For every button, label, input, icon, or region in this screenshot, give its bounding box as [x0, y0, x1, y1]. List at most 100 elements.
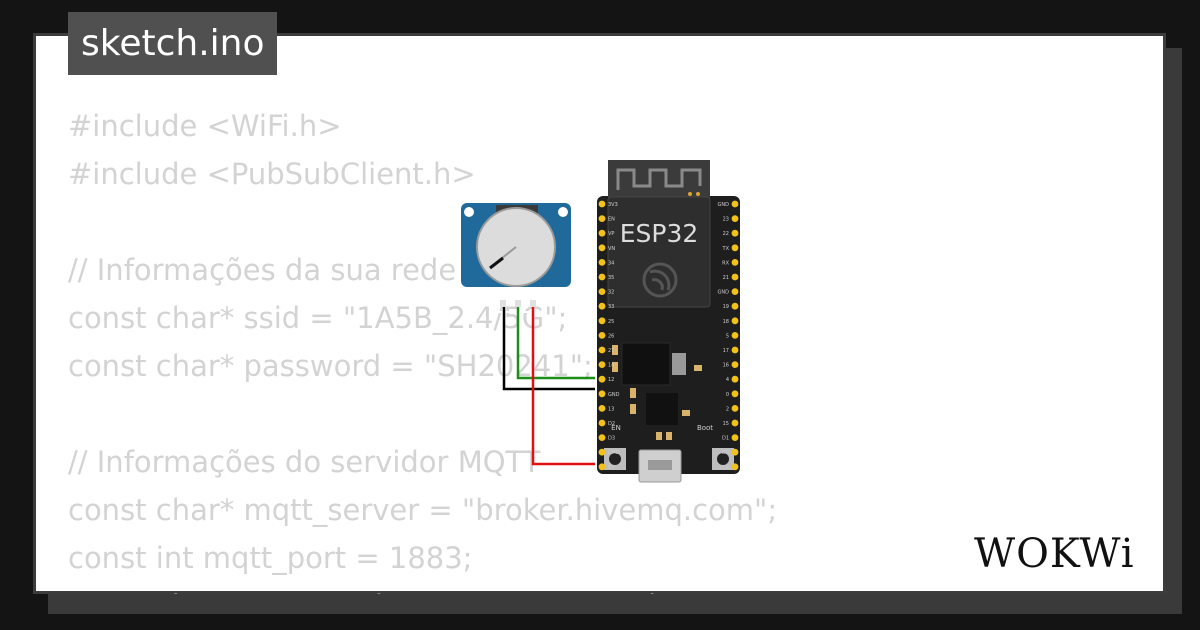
header-pin[interactable] [598, 448, 606, 456]
antenna-trace [616, 168, 702, 190]
code-line: const int mqtt_port = 1883; [68, 541, 473, 575]
pin-label: GND [718, 290, 730, 296]
pin-label: 22 [723, 231, 729, 237]
header-pin[interactable] [598, 244, 606, 252]
header-pin[interactable] [731, 332, 739, 339]
wires [502, 307, 595, 466]
header-pin[interactable] [731, 405, 739, 412]
code-line: #include <PubSubClient.h> [68, 157, 476, 191]
pin-label: VP [608, 231, 614, 237]
header-pin[interactable] [731, 463, 739, 471]
pot-pin[interactable] [500, 300, 506, 307]
header-pin[interactable] [598, 215, 606, 223]
potentiometer[interactable]: GND SIG VCC [461, 203, 571, 313]
header-pin[interactable] [731, 448, 739, 456]
board-label: ESP32 [620, 219, 699, 248]
esp32-board[interactable]: ESP32 EN Boot 3V3ENVPVN34353233252627141… [597, 160, 740, 483]
en-label: EN [611, 424, 621, 432]
pin-label: 12 [608, 377, 614, 383]
header-pin[interactable] [598, 375, 606, 383]
header-pin[interactable] [598, 229, 606, 237]
code-line: #include <WiFi.h> [68, 109, 342, 143]
header-pin[interactable] [731, 361, 739, 368]
header-pin[interactable] [598, 317, 606, 325]
header-pin[interactable] [731, 375, 739, 383]
header-pin[interactable] [598, 390, 606, 398]
header-pin[interactable] [598, 361, 606, 368]
pot-pin[interactable] [515, 300, 521, 307]
pin-label: 18 [723, 319, 729, 325]
pin-label: 26 [608, 333, 614, 339]
pin-label: 5V [608, 465, 615, 471]
header-pin[interactable] [598, 434, 606, 441]
header-pin[interactable] [598, 302, 606, 310]
pin-label: 5 [726, 333, 729, 339]
pin-label: 14 [608, 363, 614, 369]
code-line: const char* password = "SH20241"; [68, 349, 593, 383]
pin-label: 19 [723, 304, 729, 310]
header-pin[interactable] [598, 259, 606, 266]
header-pin[interactable] [731, 434, 739, 441]
regulator-chip [621, 342, 671, 386]
header-pin[interactable] [731, 288, 739, 295]
header-pin[interactable] [598, 346, 606, 354]
header-pin[interactable] [731, 244, 739, 252]
logo-text: WOKWi [974, 531, 1135, 577]
left-pin-header: 3V3ENVPVN343532332526271412GND13D2D3CMD5… [598, 200, 620, 471]
header-pin[interactable] [731, 346, 739, 354]
pin-label: 4 [726, 377, 729, 383]
header-pin[interactable] [731, 419, 739, 427]
header-pin[interactable] [598, 200, 606, 208]
code-line: // Informações do servidor MQTT [68, 445, 541, 479]
pot-pin-label: VCC [528, 292, 539, 298]
espressif-logo-icon [642, 262, 678, 298]
header-pin[interactable] [598, 463, 606, 471]
pin-label: EN [608, 217, 615, 223]
header-pin[interactable] [731, 390, 739, 398]
usb-uart-chip [646, 393, 678, 425]
pin-label: 0 [726, 392, 729, 398]
code-line: const char* mqtt_server = "broker.hivemq… [68, 493, 778, 527]
pin-label: 34 [608, 260, 614, 266]
pin-label: TX [722, 246, 730, 252]
pin-label: CMD [608, 450, 620, 456]
pot-pin[interactable] [530, 300, 536, 307]
header-pin[interactable] [598, 288, 606, 295]
wire-vcc[interactable] [531, 307, 595, 466]
header-pin[interactable] [731, 273, 739, 281]
pin-label: 16 [723, 363, 729, 369]
code-line: const char* mqtt_topic = "esp32/potentio… [68, 582, 1158, 594]
pin-label: D1 [722, 436, 729, 442]
header-pin[interactable] [598, 273, 606, 281]
wire-gnd[interactable] [502, 307, 595, 391]
rf-shield [607, 196, 711, 308]
header-pin[interactable] [731, 259, 739, 266]
potentiometer-pins: GND SIG VCC [497, 292, 539, 307]
code-line: // Informações da sua rede WiFi [68, 253, 525, 287]
header-pin[interactable] [598, 332, 606, 339]
pot-pin-label: SIG [514, 292, 523, 298]
wokwi-logo[interactable]: WOKWi [974, 527, 1150, 577]
code-preview: #include <WiFi.h> #include <PubSubClient.… [68, 102, 1158, 594]
header-pin[interactable] [731, 215, 739, 223]
pin-label: 27 [608, 348, 614, 354]
pot-pin-label: GND [497, 292, 509, 298]
header-pin[interactable] [731, 200, 739, 208]
pin-label: D0 [722, 450, 729, 456]
pin-label: D3 [608, 436, 615, 442]
header-pin[interactable] [731, 302, 739, 310]
header-pin[interactable] [598, 405, 606, 412]
code-line: const char* ssid = "1A5B_2.4/5G"; [68, 301, 568, 335]
header-pin[interactable] [731, 229, 739, 237]
header-pin[interactable] [731, 317, 739, 325]
wire-sig[interactable] [516, 307, 595, 380]
pin-label: CLK [719, 465, 729, 471]
pin-label: 17 [723, 348, 729, 354]
pin-label: RX [722, 260, 729, 266]
boot-label: Boot [697, 424, 713, 432]
file-tab[interactable]: sketch.ino [68, 12, 278, 75]
header-pin[interactable] [598, 419, 606, 427]
pin-label: GND [608, 392, 620, 398]
